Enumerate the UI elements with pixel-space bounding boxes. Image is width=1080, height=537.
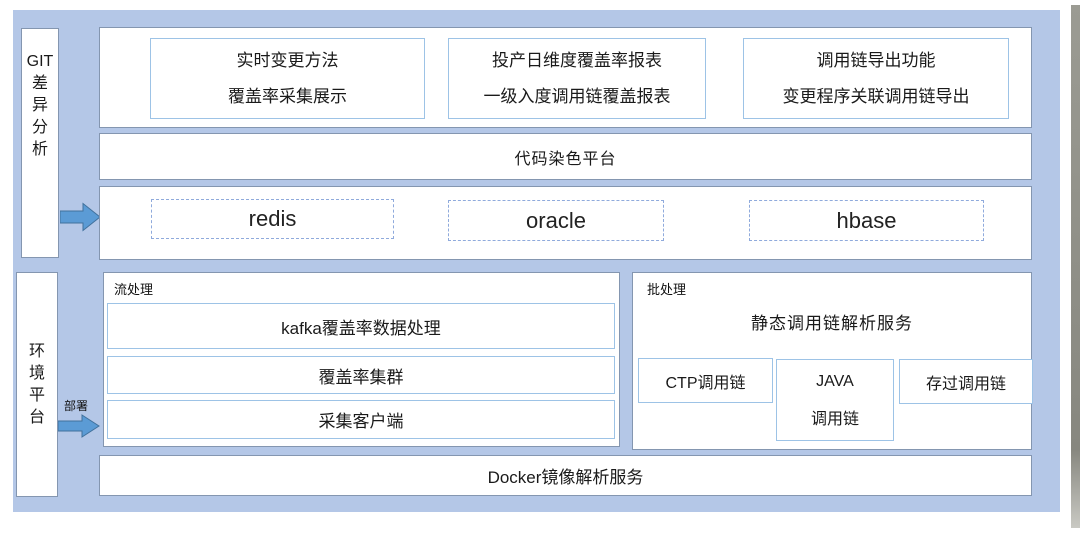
datastore-band: redis oracle hbase: [99, 186, 1032, 260]
feature-box-export-line2: 变更程序关联调用链导出: [782, 87, 970, 106]
oracle-label: oracle: [526, 207, 586, 233]
ctp-callchain-box: CTP调用链: [638, 358, 773, 403]
feature-box-export-line1: 调用链导出功能: [816, 51, 936, 70]
feature-box-realtime-line2: 覆盖率采集展示: [228, 87, 347, 106]
batch-processing-box: 批处理 静态调用链解析服务 CTP调用链 JAVA 调用链 存过调用链: [632, 272, 1033, 450]
code-coloring-platform-band: 代码染色平台: [99, 133, 1032, 180]
stored-proc-callchain-box: 存过调用链: [899, 359, 1033, 404]
feature-box-report-line1: 投产日维度覆盖率报表: [492, 51, 662, 70]
collector-client-box: 采集客户端: [107, 400, 615, 439]
static-callchain-title: 静态调用链解析服务: [751, 314, 913, 333]
java-callchain-box: JAVA 调用链: [776, 359, 894, 441]
env-platform-sidebar: 环境平台: [16, 272, 58, 497]
right-arrow-icon: [60, 202, 101, 232]
git-sidebar-vertical-label: 差异分析: [31, 75, 48, 158]
java-callchain-line2: 调用链: [810, 411, 859, 428]
ctp-callchain-label: CTP调用链: [665, 374, 746, 392]
stream-processing-box: 流处理 kafka覆盖率数据处理 覆盖率集群 采集客户端: [103, 272, 620, 447]
deploy-arrow-icon: [58, 414, 100, 438]
coverage-cluster-label: 覆盖率集群: [318, 367, 404, 387]
code-coloring-platform-label: 代码染色平台: [514, 150, 617, 168]
git-sidebar-latin: GIT: [26, 53, 54, 70]
redis-label: redis: [248, 206, 297, 231]
datastore-redis: redis: [151, 199, 394, 239]
batch-processing-label: 批处理: [647, 282, 687, 297]
feature-box-report: 投产日维度覆盖率报表 一级入度调用链覆盖报表: [448, 38, 706, 119]
feature-box-export: 调用链导出功能 变更程序关联调用链导出: [743, 38, 1009, 119]
kafka-coverage-label: kafka覆盖率数据处理: [281, 318, 441, 338]
hbase-label: hbase: [836, 207, 897, 233]
env-sidebar-vertical-label: 环境平台: [28, 342, 45, 426]
feature-box-realtime-line1: 实时变更方法: [236, 51, 339, 70]
stream-processing-label: 流处理: [114, 282, 154, 297]
git-feature-band: 实时变更方法 覆盖率采集展示 投产日维度覆盖率报表 一级入度调用链覆盖报表 调用…: [99, 27, 1032, 128]
stored-proc-callchain-label: 存过调用链: [925, 375, 1006, 393]
docker-parse-band: Docker镜像解析服务: [99, 455, 1032, 496]
kafka-coverage-box: kafka覆盖率数据处理: [107, 303, 615, 349]
collector-client-label: 采集客户端: [318, 412, 404, 431]
java-callchain-line1: JAVA: [816, 373, 854, 390]
coverage-cluster-box: 覆盖率集群: [107, 356, 615, 394]
deploy-label: 部署: [64, 399, 89, 413]
feature-box-report-line2: 一级入度调用链覆盖报表: [483, 87, 671, 106]
docker-parse-label: Docker镜像解析服务: [487, 468, 644, 487]
datastore-hbase: hbase: [749, 200, 984, 241]
git-diff-sidebar: GIT 差异分析: [21, 28, 59, 258]
feature-box-realtime: 实时变更方法 覆盖率采集展示: [150, 38, 425, 119]
page-edge-shadow: [1071, 5, 1080, 528]
datastore-oracle: oracle: [448, 200, 664, 241]
